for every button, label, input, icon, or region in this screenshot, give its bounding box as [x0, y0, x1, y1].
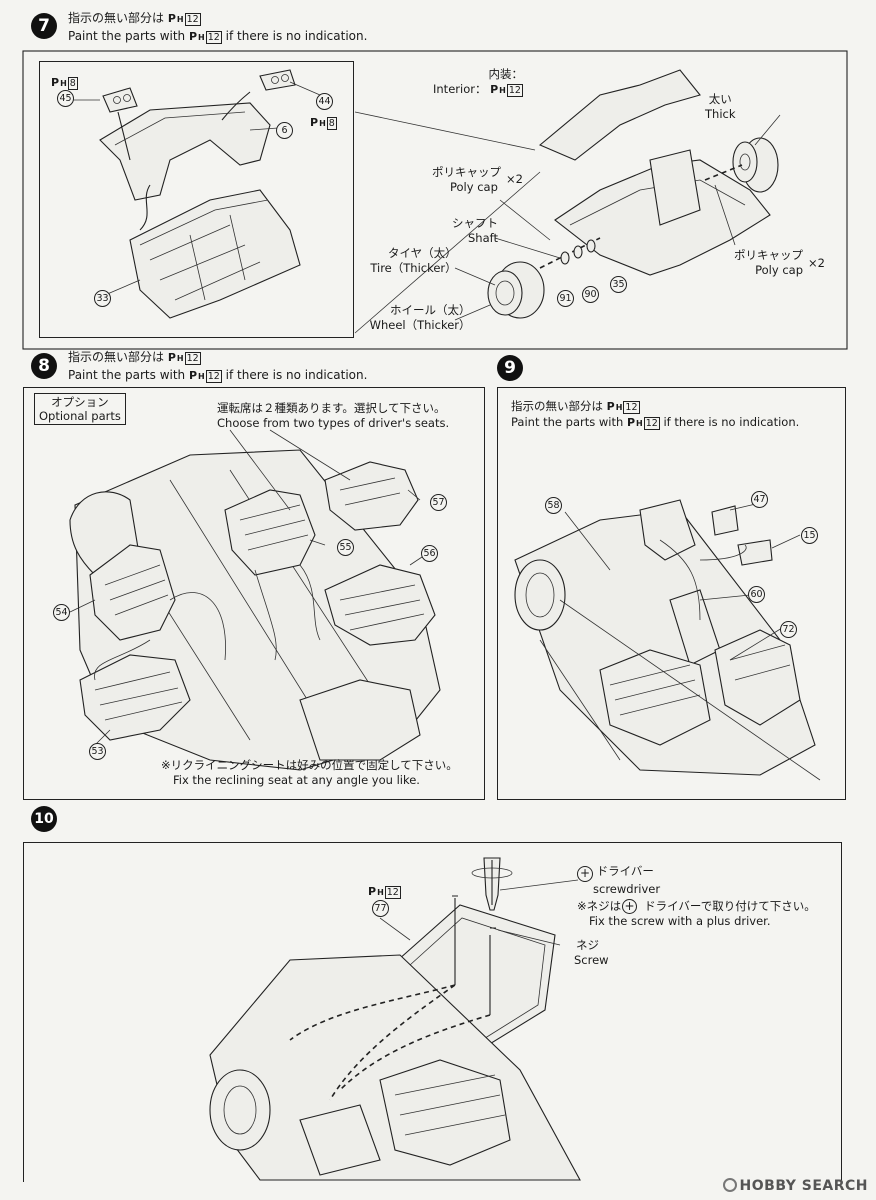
step-8-panel	[23, 387, 485, 800]
optional-parts-label: オプション Optional parts	[34, 393, 126, 425]
fix-screw-note: ※ネジは ドライバーで取り付けて下さい。 Fix the screw with …	[577, 899, 816, 928]
part-77: 77	[372, 900, 389, 917]
part-57: 57	[430, 494, 447, 511]
step-9-panel	[497, 387, 846, 800]
part-44: 44	[316, 93, 333, 110]
part-35: 35	[610, 276, 627, 293]
part-6: 6	[276, 122, 293, 139]
shaft-label: シャフト Shaft	[452, 216, 498, 245]
step-7-drawing	[22, 50, 848, 350]
wheel-label: ホイール（太） Wheel（Thicker）	[369, 303, 471, 332]
polycap-label-right: ポリキャップ Poly cap	[734, 248, 803, 277]
step-10-panel	[23, 842, 842, 1182]
part-33: 33	[94, 290, 111, 307]
part-56: 56	[421, 545, 438, 562]
screwdriver-icon	[471, 857, 513, 911]
recline-note: ※リクライニングシートは好みの位置で固定して下さい。 Fix the recli…	[161, 758, 458, 787]
part-47: 47	[751, 491, 768, 508]
step-9-number: 9	[497, 355, 523, 381]
part-45: 45	[57, 90, 74, 107]
polycap-count-right: ×2	[808, 256, 825, 270]
thick-label: 太い Thick	[705, 92, 736, 121]
step-10-number: 10	[31, 806, 57, 832]
step-8-drawing	[69, 429, 441, 771]
hobbysearch-logo: HOBBY SEARCH	[722, 1178, 868, 1194]
step-9-drawing	[514, 499, 821, 781]
part-55: 55	[337, 539, 354, 556]
step-7-number: 7	[31, 13, 57, 39]
tire-label: タイヤ（太） Tire（Thicker）	[370, 246, 457, 275]
polycap-label-left: ポリキャップ Poly cap	[432, 165, 501, 194]
part-60: 60	[748, 586, 765, 603]
screw-label: ネジ Screw	[574, 938, 609, 967]
part-90: 90	[582, 286, 599, 303]
screwdriver-label: + ドライバー screwdriver	[577, 864, 660, 897]
plus-driver-icon-inline: +	[622, 899, 637, 914]
part-54: 54	[53, 604, 70, 621]
step-8-number: 8	[31, 353, 57, 379]
part-72: 72	[780, 621, 797, 638]
part-53: 53	[89, 743, 106, 760]
step-7-seat-panel	[39, 61, 354, 338]
polycap-count-left: ×2	[506, 172, 523, 186]
plus-driver-icon: +	[577, 866, 593, 882]
choose-seat-note: 運転席は２種類あります。選択して下さい。 Choose from two typ…	[217, 401, 450, 430]
part-91: 91	[557, 290, 574, 307]
part-58: 58	[545, 497, 562, 514]
part-15: 15	[801, 527, 818, 544]
